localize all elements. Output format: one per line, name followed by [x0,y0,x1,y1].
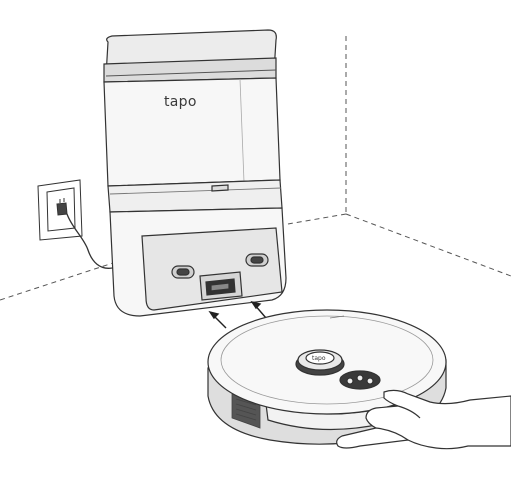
robot-control-panel [339,370,381,390]
robot-button-home [346,377,354,385]
charging-contact-right-inner [250,256,264,264]
arrow-up-left-icon [208,310,227,329]
dock-brand-logo: tapo [164,94,197,110]
robot-button-power [356,374,364,382]
floor-wall-line-back [287,213,347,225]
hand-finger-line [397,405,421,419]
hand-illustration [336,389,511,450]
arrow-up-right-icon [250,300,267,319]
docking-station [103,29,287,317]
wall-socket [37,179,83,241]
dock-front-panel [141,227,283,311]
plug-icon [56,202,68,216]
robot-top-mark [329,315,345,319]
dock-latch [211,184,229,192]
dock-band-seam [109,187,282,195]
robot-top-ring [220,315,434,405]
evacuation-port-slot [210,282,230,292]
dock-middle-band [107,179,283,213]
room-corner-lines [0,36,511,301]
robot-brand-logo: tapo [312,355,326,362]
dock-body-edge [239,78,245,183]
hand [336,389,511,450]
dock-lid-seam [105,69,277,77]
floor-wall-line-right [345,213,511,277]
hand-finger-line [375,427,409,441]
alignment-arrows [208,300,267,329]
floor-wall-line-left [0,261,117,301]
lidar-turret-cap [305,351,335,365]
robot-button-spot [366,377,374,385]
charging-contact-left-inner [176,268,190,276]
